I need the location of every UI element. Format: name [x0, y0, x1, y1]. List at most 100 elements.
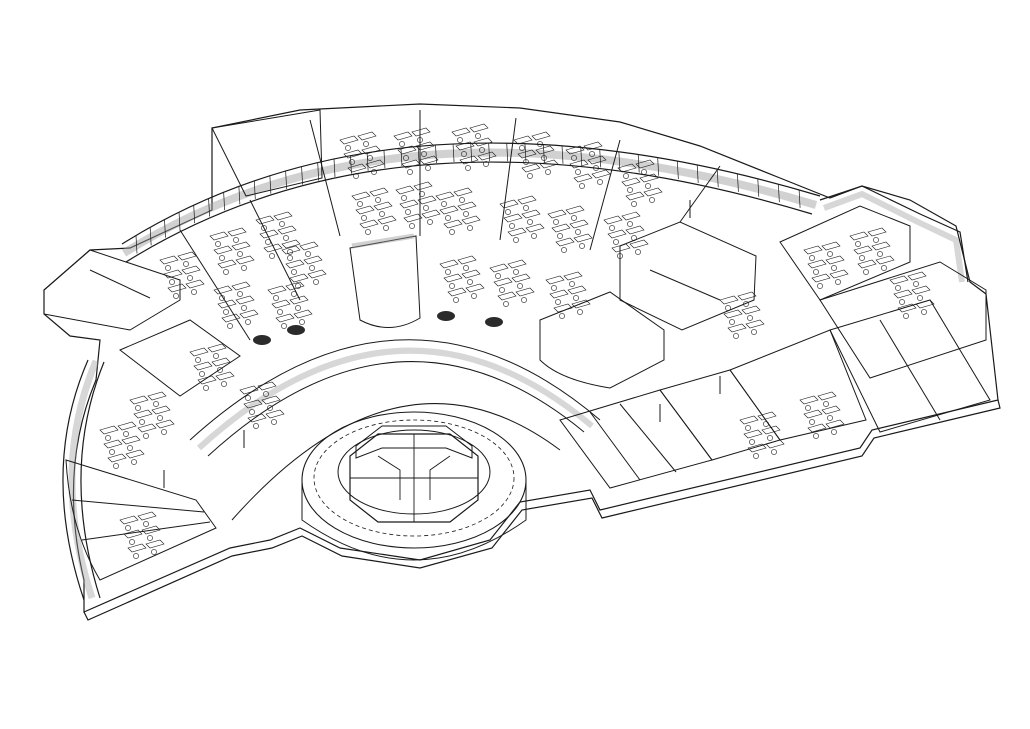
desk [907, 271, 927, 281]
desk [477, 151, 497, 161]
desk [213, 285, 233, 295]
desk [355, 205, 375, 215]
chair [813, 269, 819, 275]
chair [917, 295, 923, 301]
desk [493, 277, 513, 287]
desk [569, 219, 589, 229]
desk [103, 439, 123, 449]
mullion [470, 143, 473, 162]
desk [825, 419, 845, 429]
desk [217, 299, 237, 309]
desk [403, 213, 423, 223]
desk [293, 309, 313, 319]
chair [577, 309, 583, 315]
desk [803, 245, 823, 255]
chair [453, 297, 459, 303]
chair [401, 195, 407, 201]
chair [165, 265, 171, 271]
west-wall-glass [68, 359, 100, 600]
chair [147, 535, 153, 541]
chair [561, 247, 567, 253]
chair [495, 273, 501, 279]
desk [347, 163, 367, 173]
mullion [135, 235, 138, 254]
desk [265, 409, 285, 419]
rooms [43, 109, 991, 581]
chair [427, 219, 433, 225]
desk [807, 423, 827, 433]
chair [541, 155, 547, 161]
mullion [149, 227, 152, 246]
chair [831, 429, 837, 435]
desk [539, 159, 559, 169]
chair [627, 187, 633, 193]
desk [811, 273, 831, 283]
mullion [452, 143, 455, 163]
desk [397, 145, 417, 155]
chair [635, 249, 641, 255]
room-west-offices [65, 459, 217, 581]
desk [567, 285, 587, 295]
chair [555, 299, 561, 305]
room-west-divider [89, 269, 151, 299]
desk [357, 131, 377, 141]
desk [211, 357, 231, 367]
chair [123, 431, 129, 437]
desk [281, 239, 301, 249]
chair [445, 215, 451, 221]
octagonal-core-top [355, 425, 473, 459]
desk [573, 173, 593, 183]
desk [459, 155, 479, 165]
desk [507, 227, 527, 237]
chair [725, 305, 731, 311]
core-partition-d [429, 455, 451, 500]
desk [289, 273, 309, 283]
desk [377, 215, 397, 225]
desk [507, 259, 527, 269]
chair [805, 405, 811, 411]
room-central-east-divider [649, 269, 721, 301]
chair [545, 169, 551, 175]
mullion [757, 178, 760, 197]
chair [309, 265, 315, 271]
desk [727, 323, 747, 333]
desk [565, 205, 585, 215]
desk [197, 375, 217, 385]
chair [143, 433, 149, 439]
chair [249, 409, 255, 415]
chair [569, 281, 575, 287]
chair [559, 313, 565, 319]
desk [871, 241, 891, 251]
chair [519, 145, 525, 151]
desk [517, 195, 537, 205]
chair [877, 251, 883, 257]
desk [289, 295, 309, 305]
desk [571, 299, 591, 309]
desk [473, 137, 493, 147]
chair [459, 197, 465, 203]
desk [617, 163, 637, 173]
chair [241, 305, 247, 311]
desk [443, 273, 463, 283]
desk [339, 135, 359, 145]
coat-stands [163, 200, 721, 488]
mullion [253, 180, 256, 199]
desk [99, 425, 119, 435]
chair [245, 319, 251, 325]
chair [573, 295, 579, 301]
chair [767, 435, 773, 441]
desk [107, 453, 127, 463]
chair [855, 241, 861, 247]
desk [181, 265, 201, 275]
desk [247, 413, 267, 423]
chair [399, 141, 405, 147]
chair [733, 333, 739, 339]
meeting-room-glass [351, 233, 415, 249]
chair [221, 381, 227, 387]
chair [357, 201, 363, 207]
desk [817, 391, 837, 401]
desk [285, 259, 305, 269]
chair [345, 145, 351, 151]
desk [545, 275, 565, 285]
